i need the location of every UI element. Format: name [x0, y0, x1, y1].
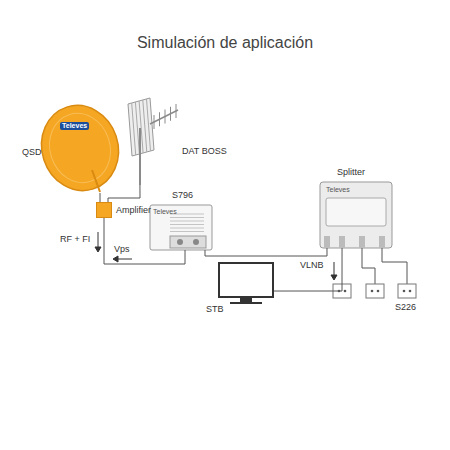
cable — [100, 193, 101, 202]
satellite-dish: TelevesQSD — [20, 105, 120, 193]
cable — [205, 248, 327, 256]
signal-label: Vps — [114, 244, 130, 254]
cable — [108, 185, 140, 202]
cable — [104, 218, 185, 264]
dish-label: QSD — [22, 147, 42, 157]
s796-device — [150, 205, 212, 250]
antenna-label: DAT BOSS — [182, 146, 227, 156]
signal-arrows — [95, 232, 337, 280]
wall-sockets — [333, 284, 416, 298]
splitter-label: Splitter — [337, 167, 365, 177]
signal-label: RF + FI — [60, 234, 90, 244]
splitter-device — [320, 182, 392, 248]
antenna — [128, 98, 178, 185]
signal-label: VLNB — [300, 260, 324, 270]
stb-label: STB — [206, 304, 224, 314]
splitter-device: SplitterTeleves — [320, 182, 392, 248]
brand-logo: Televes — [153, 208, 177, 216]
amplifier-label: Amplifier — [116, 205, 151, 215]
power-supply-unit: S796Televes — [150, 205, 212, 250]
brand-logo: Televes — [326, 186, 350, 194]
amplifier-box: Amplifier — [96, 202, 112, 218]
terrestrial-antenna: DAT BOSS — [125, 100, 240, 185]
tv-stand — [230, 298, 262, 303]
brand-logo: Televes — [60, 122, 89, 130]
tv-set: STB — [218, 262, 274, 298]
diagram-title: Simulación de aplicación — [0, 34, 450, 52]
output-wires — [362, 248, 407, 284]
dish — [31, 95, 130, 200]
cable — [274, 248, 342, 291]
model-label: S226 — [395, 302, 416, 312]
model-label: S796 — [172, 190, 193, 200]
